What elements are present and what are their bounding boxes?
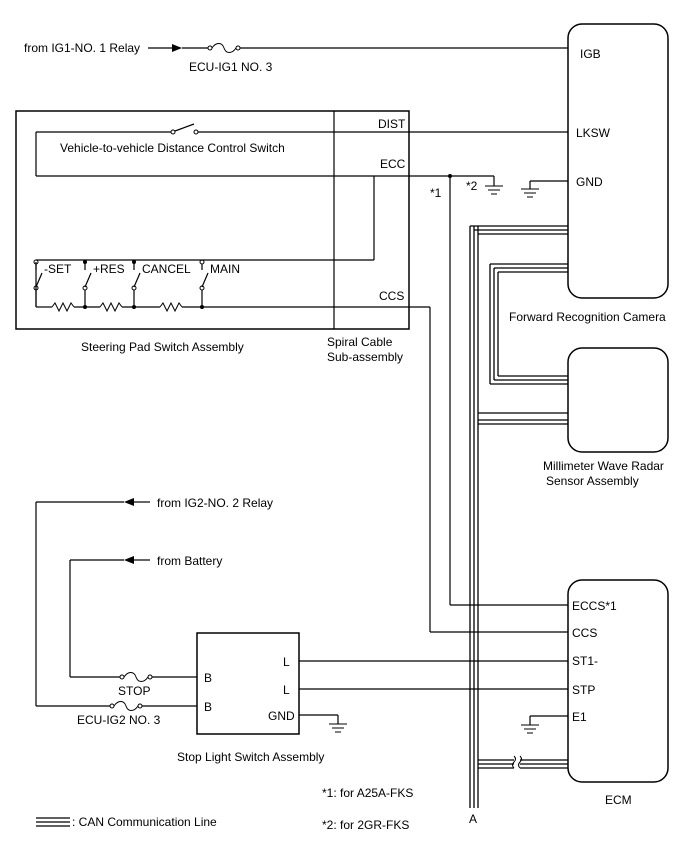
- camera-pin-gnd: GND: [576, 175, 603, 189]
- ig2-supply-circuit: from IG2-NO. 2 Relay ECU-IG2 NO. 3: [35, 496, 273, 727]
- ground-icon: [329, 723, 347, 733]
- ecm-pin-st1: ST1-: [572, 654, 598, 668]
- arrow-left-icon: [124, 556, 134, 564]
- source-ig1-relay: from IG1-NO. 1 Relay: [24, 41, 140, 55]
- arrow-left-icon: [124, 498, 134, 506]
- battery-supply-circuit: from Battery STOP: [69, 554, 222, 698]
- camera-label: Forward Recognition Camera: [509, 310, 666, 324]
- switch-set: [33, 259, 43, 307]
- switch-ladder: -SET +RES CANCEL MAIN: [33, 259, 430, 313]
- legend-can-label: : CAN Communication Line: [72, 815, 217, 829]
- camera-ground: [521, 180, 568, 198]
- terminal-ccs: CCS: [379, 289, 404, 303]
- note-1: *1: for A25A-FKS: [322, 786, 413, 800]
- ig1-supply-circuit: from IG1-NO. 1 Relay ECU-IG1 NO. 3: [24, 41, 570, 74]
- millimeter-wave-radar: Millimeter Wave Radar Sensor Assembly: [543, 347, 669, 488]
- junction-a-label: A: [469, 812, 477, 826]
- distance-switch-label: Vehicle-to-vehicle Distance Control Swit…: [60, 141, 285, 155]
- camera-pin-lksw: LKSW: [576, 126, 611, 140]
- switch-cancel: [131, 260, 141, 309]
- ecm-ground: [521, 715, 568, 734]
- ecm: ECCS*1 CCS ST1- STP E1 ECM: [567, 579, 669, 807]
- source-ig2-relay: from IG2-NO. 2 Relay: [157, 496, 273, 510]
- terminal-dist: DIST: [378, 117, 406, 131]
- ecm-label: ECM: [605, 793, 632, 807]
- spiral-cable-subassembly: Spiral Cable Sub-assembly DIST ECC CCS: [327, 117, 406, 364]
- fuse-stop-label: STOP: [118, 684, 150, 698]
- notes: *1: for A25A-FKS *2: for 2GR-FKS: [322, 786, 413, 832]
- stop-light-switch-assembly: B B L L GND Stop Light Switch Assembly: [177, 632, 324, 764]
- radar-label-line1: Millimeter Wave Radar: [543, 459, 664, 473]
- steering-pad-label: Steering Pad Switch Assembly: [81, 340, 244, 354]
- fuse-stop-icon: [119, 672, 153, 682]
- switch-main-label: MAIN: [210, 262, 240, 276]
- stop-light-pin-l2: L: [283, 683, 290, 697]
- radar-label-line2: Sensor Assembly: [546, 474, 639, 488]
- fuse-ecu-ig2-label: ECU-IG2 NO. 3: [77, 713, 161, 727]
- stop-light-pin-b2: B: [204, 700, 212, 714]
- fuse-ecu-ig1-label: ECU-IG1 NO. 3: [189, 60, 273, 74]
- ecm-pin-stp: STP: [572, 683, 595, 697]
- camera-pin-igb: IGB: [580, 47, 601, 61]
- stop-light-outputs: [299, 660, 568, 733]
- ecm-pin-ccs: CCS: [572, 626, 597, 640]
- ground-icon: [521, 188, 539, 198]
- switch-cancel-label: CANCEL: [142, 262, 191, 276]
- spiral-cable-label-line1: Spiral Cable: [327, 335, 393, 349]
- ecc-line: *1 *2: [202, 174, 568, 606]
- ccs-line: [429, 307, 568, 633]
- spiral-cable-label-line2: Sub-assembly: [327, 350, 403, 364]
- source-battery: from Battery: [157, 554, 222, 568]
- arrow-right-icon: [172, 44, 182, 52]
- switch-res-label: +RES: [93, 262, 125, 276]
- stop-light-pin-l1: L: [283, 655, 290, 669]
- ecm-pin-eccs: ECCS*1: [572, 599, 617, 613]
- legend: : CAN Communication Line: [36, 815, 217, 829]
- distance-control-switch: Vehicle-to-vehicle Distance Control Swit…: [35, 123, 568, 177]
- stop-light-label: Stop Light Switch Assembly: [177, 750, 324, 764]
- fuse-ecu-ig1-icon: [207, 43, 241, 53]
- stop-light-pin-gnd: GND: [268, 709, 295, 723]
- note-star1-marker: *1: [430, 186, 442, 200]
- switch-main: [199, 259, 209, 309]
- note-2: *2: for 2GR-FKS: [322, 818, 409, 832]
- switch-res: [82, 260, 92, 309]
- ecm-pin-e1: E1: [572, 710, 587, 724]
- switch-set-label: -SET: [44, 262, 72, 276]
- terminal-ecc: ECC: [380, 157, 406, 171]
- note-star2-marker: *2: [466, 179, 478, 193]
- fuse-ecu-ig2-icon: [109, 701, 143, 711]
- can-bus: A: [469, 225, 568, 826]
- ground-icon: [521, 724, 539, 734]
- steering-pad-switch-assembly: Steering Pad Switch Assembly: [15, 110, 410, 354]
- stop-light-pin-b1: B: [204, 671, 212, 685]
- ground-icon: [485, 185, 503, 195]
- can-line-legend-icon: [36, 817, 70, 827]
- forward-recognition-camera: IGB LKSW GND Forward Recognition Camera: [509, 23, 669, 324]
